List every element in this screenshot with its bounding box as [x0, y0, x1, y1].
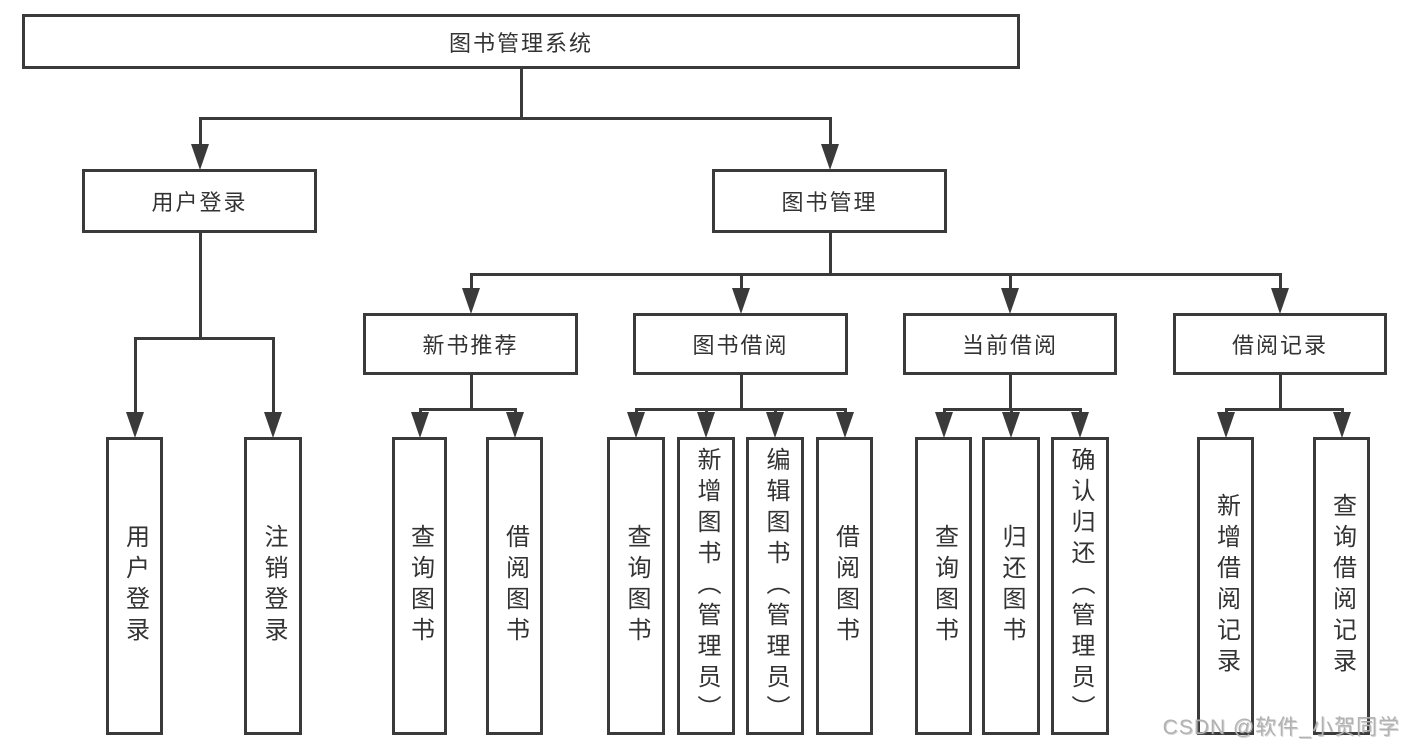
connector-line — [705, 408, 708, 415]
connector-line — [199, 117, 832, 120]
arrowhead-down-icon — [411, 412, 429, 438]
connector-line — [470, 375, 473, 411]
node-label-book-borrow: 图书借阅 — [692, 333, 789, 358]
node-label-cb-confirm: 确认归还（管理员） — [1067, 446, 1094, 726]
node-label-book-mgmt: 图书管理 — [781, 190, 878, 215]
node-cb-confirm: 确认归还（管理员） — [1051, 437, 1109, 735]
connector-line — [199, 233, 202, 340]
arrowhead-down-icon — [1217, 412, 1235, 438]
arrowhead-down-icon — [1001, 288, 1019, 314]
arrowhead-down-icon — [462, 288, 480, 314]
node-root: 图书管理系统 — [22, 14, 1020, 69]
connector-line — [470, 273, 473, 291]
connector-line — [635, 408, 847, 411]
connector-line — [134, 337, 275, 340]
node-bb-borrow: 借阅图书 — [816, 437, 873, 735]
node-nb-borrow: 借阅图书 — [486, 437, 543, 735]
connector-line — [1279, 375, 1282, 411]
node-logout: 注销登录 — [244, 437, 302, 735]
arrowhead-down-icon — [191, 144, 209, 170]
connector-line — [199, 117, 202, 147]
csdn-watermark: CSDN @软件_小贺同学 — [1162, 716, 1400, 739]
node-cb-query: 查询图书 — [915, 437, 972, 735]
node-label-bb-add: 新增图书（管理员） — [693, 446, 720, 726]
node-label-new-book-rec: 新书推荐 — [422, 333, 519, 358]
arrowhead-down-icon — [264, 412, 282, 438]
arrowhead-down-icon — [1071, 412, 1089, 438]
node-label-bb-query: 查询图书 — [623, 524, 650, 648]
connector-line — [829, 117, 832, 147]
connector-line — [1009, 375, 1012, 411]
arrowhead-down-icon — [836, 412, 854, 438]
node-label-cb-return: 归还图书 — [998, 524, 1025, 648]
arrowhead-down-icon — [821, 144, 839, 170]
connector-line — [1009, 273, 1012, 291]
node-label-root: 图书管理系统 — [448, 30, 593, 56]
connector-line — [1010, 408, 1013, 415]
connector-line — [774, 408, 777, 415]
node-borrow-records: 借阅记录 — [1173, 313, 1387, 375]
connector-line — [1341, 408, 1344, 415]
node-label-user-login: 用户登录 — [121, 524, 149, 648]
node-bb-edit: 编辑图书（管理员） — [746, 437, 804, 735]
arrowhead-down-icon — [627, 412, 645, 438]
node-bb-add: 新增图书（管理员） — [677, 437, 735, 735]
node-label-br-add: 新增借阅记录 — [1212, 493, 1240, 679]
node-current-borrow: 当前借阅 — [903, 313, 1117, 375]
connector-line — [134, 337, 137, 415]
node-book-mgmt: 图书管理 — [712, 169, 947, 233]
node-user-login: 用户登录 — [106, 437, 163, 735]
connector-line — [272, 337, 275, 415]
node-cb-return: 归还图书 — [982, 437, 1040, 735]
connector-line — [1225, 408, 1344, 411]
node-label-cb-query: 查询图书 — [930, 524, 958, 648]
connector-line — [635, 408, 638, 415]
node-label-bb-borrow: 借阅图书 — [831, 524, 859, 648]
connector-line — [829, 233, 832, 276]
node-label-br-query: 查询借阅记录 — [1328, 493, 1356, 679]
connector-line — [520, 69, 523, 120]
arrowhead-down-icon — [506, 412, 524, 438]
node-bb-query: 查询图书 — [607, 437, 665, 735]
node-label-current-borrow: 当前借阅 — [961, 333, 1058, 358]
node-label-user-login-grp: 用户登录 — [151, 190, 248, 215]
node-user-login-grp: 用户登录 — [82, 169, 317, 233]
connector-line — [470, 273, 1282, 276]
node-label-logout: 注销登录 — [260, 524, 287, 648]
arrowhead-down-icon — [1002, 412, 1020, 438]
connector-line — [514, 408, 517, 415]
connector-line — [740, 273, 743, 291]
node-br-add: 新增借阅记录 — [1197, 437, 1254, 735]
node-label-bb-edit: 编辑图书（管理员） — [762, 446, 789, 726]
node-label-nb-query: 查询图书 — [406, 524, 434, 648]
arrowhead-down-icon — [1271, 288, 1289, 314]
connector-line — [943, 408, 946, 415]
connector-line — [419, 408, 422, 415]
arrowhead-down-icon — [732, 288, 750, 314]
arrowhead-down-icon — [935, 412, 953, 438]
connector-line — [844, 408, 847, 415]
connector-line — [1279, 273, 1282, 291]
connector-line — [740, 375, 743, 411]
node-br-query: 查询借阅记录 — [1313, 437, 1370, 735]
arrowhead-down-icon — [1333, 412, 1351, 438]
node-label-nb-borrow: 借阅图书 — [501, 524, 529, 648]
arrowhead-down-icon — [697, 412, 715, 438]
node-nb-query: 查询图书 — [392, 437, 447, 735]
connector-line — [1079, 408, 1082, 415]
arrowhead-down-icon — [126, 412, 144, 438]
node-book-borrow: 图书借阅 — [633, 313, 848, 375]
connector-line — [1225, 408, 1228, 415]
node-label-borrow-records: 借阅记录 — [1231, 333, 1328, 358]
arrowhead-down-icon — [766, 412, 784, 438]
connector-line — [419, 408, 517, 411]
node-new-book-rec: 新书推荐 — [363, 313, 578, 375]
